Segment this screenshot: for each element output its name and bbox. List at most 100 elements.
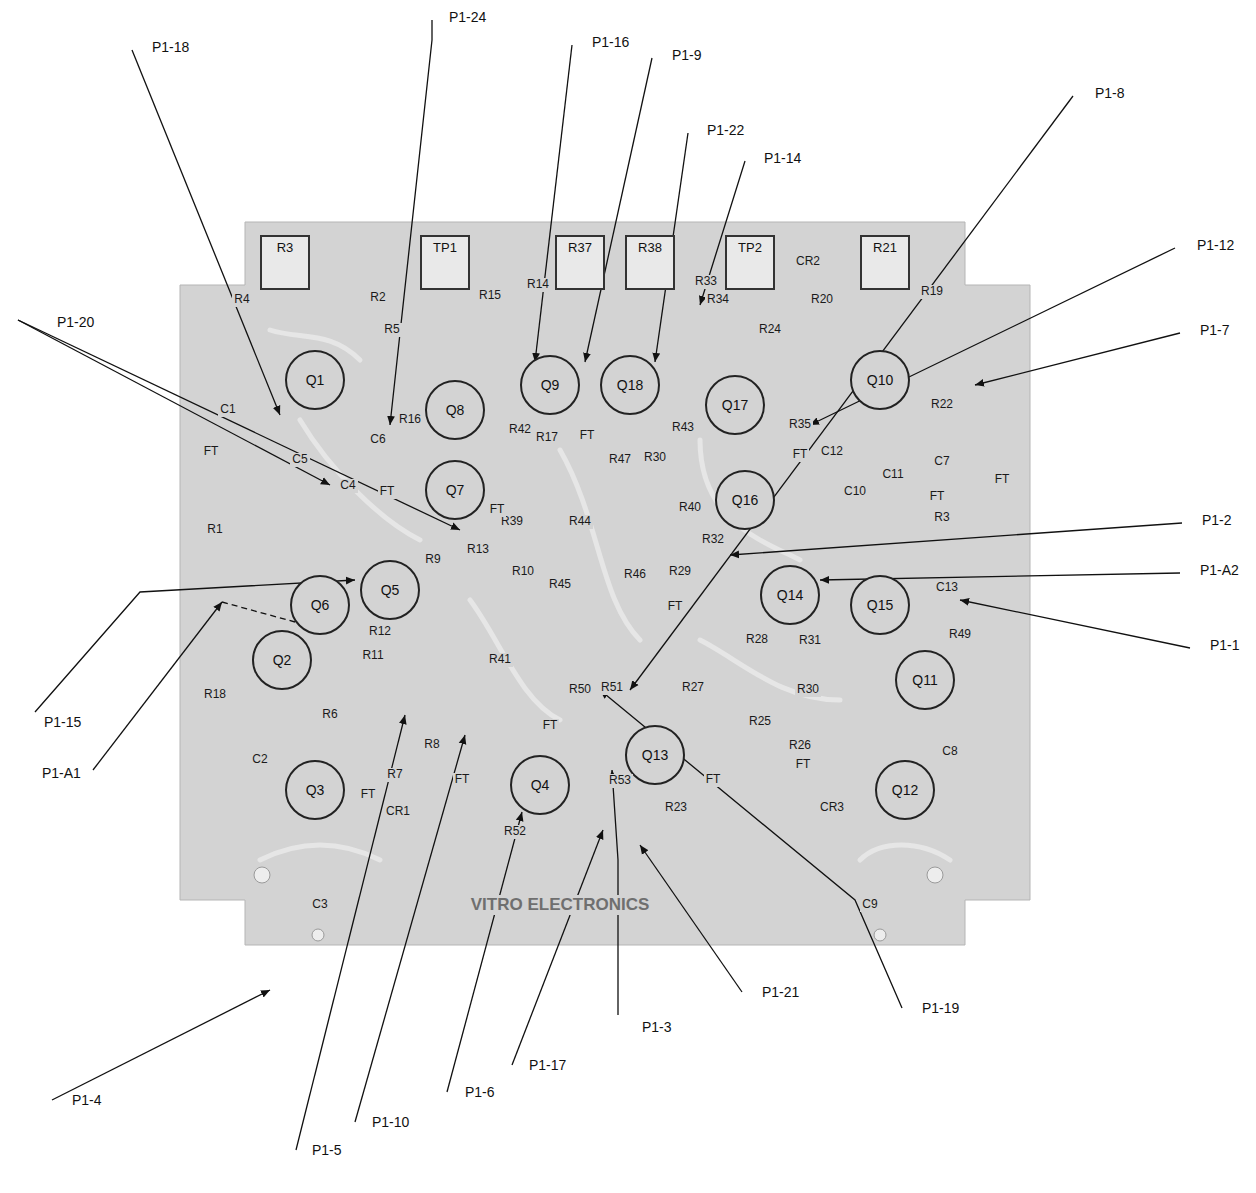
component-label: R47: [607, 453, 633, 467]
transistor-label: Q3: [306, 782, 325, 798]
component-label: R20: [809, 293, 835, 307]
callout-number: P1-6: [463, 1084, 497, 1100]
component-label: R2: [368, 291, 387, 305]
transistor-label: Q4: [531, 777, 550, 793]
callout-number: P1-12: [1195, 237, 1236, 253]
component-label: R51: [599, 681, 625, 695]
feedthrough-label: FT: [666, 600, 685, 614]
callout-number: P1-17: [527, 1057, 568, 1073]
feedthrough-label: FT: [453, 773, 472, 787]
transistor-label: Q11: [912, 672, 937, 688]
component-label: R24: [757, 323, 783, 337]
transistor-label: Q10: [867, 372, 893, 388]
callout-number: P1-1: [1208, 637, 1242, 653]
transistor-label: Q14: [777, 587, 803, 603]
component-label: C13: [934, 581, 960, 595]
component-label: R15: [477, 289, 503, 303]
transistor-outline: Q18: [600, 355, 660, 415]
callout-number: P1-3: [640, 1019, 674, 1035]
component-label: C9: [860, 898, 879, 912]
callout-number: P1-19: [920, 1000, 961, 1016]
component-label: C2: [250, 753, 269, 767]
transistor-outline: Q13: [625, 725, 685, 785]
callout-number: P1-15: [42, 714, 83, 730]
component-label: R45: [547, 578, 573, 592]
leader-line: [612, 770, 618, 1015]
component-label: R42: [507, 423, 533, 437]
callout-number: P1-7: [1198, 322, 1232, 338]
leader-line: [93, 602, 222, 770]
board-marking: VITRO ELECTRONICS: [469, 895, 652, 915]
transistor-label: Q9: [541, 377, 560, 393]
feedthrough-label: FT: [928, 490, 947, 504]
part-label: TP2: [738, 240, 762, 255]
component-label: R50: [567, 683, 593, 697]
component-label: R43: [670, 421, 696, 435]
transistor-outline: Q3: [285, 760, 345, 820]
component-label: R52: [502, 825, 528, 839]
component-label: R27: [680, 681, 706, 695]
component-label: R44: [567, 515, 593, 529]
component-label: R34: [705, 293, 731, 307]
component-outline: R21: [860, 235, 910, 290]
leader-line: [18, 320, 330, 485]
component-label: R40: [677, 501, 703, 515]
feedthrough-label: FT: [541, 719, 560, 733]
component-label: R7: [385, 768, 404, 782]
component-label: C1: [218, 403, 237, 417]
transistor-outline: Q16: [715, 470, 775, 530]
component-label: C7: [932, 455, 951, 469]
transistor-outline: Q2: [252, 630, 312, 690]
transistor-label: Q18: [617, 377, 643, 393]
component-label: R30: [642, 451, 668, 465]
component-label: R14: [525, 278, 551, 292]
component-label: C5: [290, 453, 309, 467]
transistor-label: Q2: [273, 652, 292, 668]
callout-number: P1-22: [705, 122, 746, 138]
feedthrough-label: FT: [378, 485, 397, 499]
component-label: CR2: [794, 255, 822, 269]
component-label: R8: [422, 738, 441, 752]
leader-line: [630, 96, 1073, 690]
board-outline: [180, 222, 1030, 945]
component-label: R12: [367, 625, 393, 639]
transistor-outline: Q11: [895, 650, 955, 710]
callout-number: P1-A1: [40, 765, 83, 781]
leader-line: [52, 990, 270, 1100]
leader-line: [390, 20, 432, 425]
feedthrough-label: FT: [359, 788, 378, 802]
component-label: R18: [202, 688, 228, 702]
transistor-label: Q1: [306, 372, 325, 388]
feedthrough-label: FT: [794, 758, 813, 772]
component-label: R16: [397, 413, 423, 427]
callout-number: P1-14: [762, 150, 803, 166]
callout-number: P1-24: [447, 9, 488, 25]
component-label: R3: [932, 511, 951, 525]
component-label: R22: [929, 398, 955, 412]
part-label: R3: [277, 240, 294, 255]
component-label: R10: [510, 565, 536, 579]
component-label: R25: [747, 715, 773, 729]
component-label: C10: [842, 485, 868, 499]
component-label: R41: [487, 653, 513, 667]
transistor-outline: Q4: [510, 755, 570, 815]
component-label: R11: [360, 649, 385, 663]
leader-line: [355, 735, 465, 1122]
transistor-label: Q6: [311, 597, 330, 613]
transistor-outline: Q6: [290, 575, 350, 635]
leader-line: [600, 690, 902, 1008]
component-label: R26: [787, 739, 813, 753]
leader-line: [132, 50, 280, 415]
feedthrough-label: FT: [488, 503, 507, 517]
callout-number: P1-8: [1093, 85, 1127, 101]
component-outline: R37: [555, 235, 605, 290]
board-traces: [260, 330, 950, 860]
leader-line: [730, 523, 1182, 555]
transistor-outline: Q15: [850, 575, 910, 635]
transistor-outline: Q17: [705, 375, 765, 435]
leader-line: [222, 602, 295, 622]
callout-number: P1-5: [310, 1142, 344, 1158]
component-label: R9: [423, 553, 442, 567]
